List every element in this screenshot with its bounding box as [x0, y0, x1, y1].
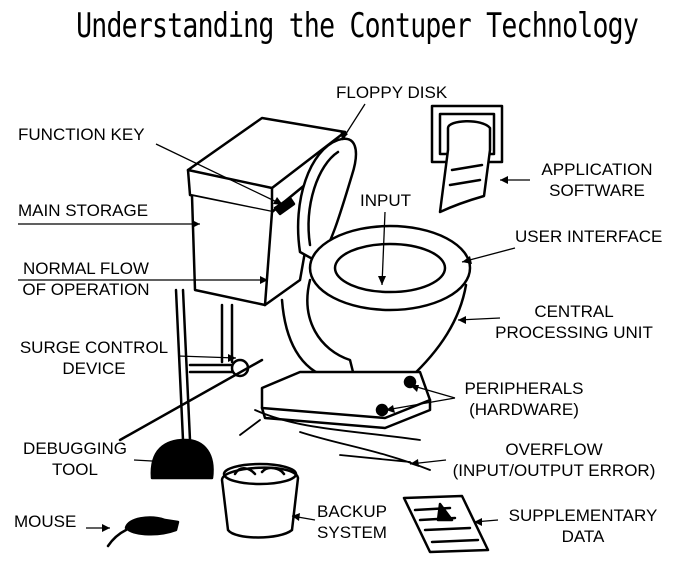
arrow-peripherals-1	[410, 385, 419, 392]
label-main-storage: MAIN STORAGE	[18, 201, 149, 220]
arrow-normal-flow	[260, 276, 268, 284]
supply-pipe	[220, 303, 234, 364]
label-surge-control-device: SURGE CONTROL DEVICE	[19, 338, 169, 378]
arrow-supplementary	[474, 518, 482, 526]
page-title: Understanding the Contuper Technology	[76, 6, 639, 46]
arrow-application	[500, 176, 508, 184]
arrow-cpu	[458, 316, 466, 324]
seat-lid	[296, 137, 358, 264]
newspaper	[402, 494, 490, 554]
label-backup-system: BACKUP SYSTEM	[317, 502, 387, 542]
water-puddle	[239, 409, 431, 471]
arrow-backup	[292, 513, 300, 521]
arrow-user-interface	[462, 256, 472, 264]
plunger-cup	[150, 438, 214, 480]
arrow-floppy	[340, 130, 348, 140]
arrow-function-key	[273, 197, 283, 205]
label-normal-flow: NORMAL FLOW OF OPERATION	[22, 259, 150, 299]
arrow-input	[378, 276, 386, 285]
label-floppy-disk: FLOPPY DISK	[336, 83, 448, 102]
label-user-interface: USER INTERFACE	[515, 227, 663, 246]
arrow-main-storage	[192, 220, 200, 228]
label-central-processing-unit: CENTRAL PROCESSING UNIT	[495, 302, 653, 342]
seat-ring	[308, 224, 472, 312]
arrow-peripherals-2	[386, 405, 395, 413]
label-supplementary-data: SUPPLEMENTARY DATA	[508, 506, 658, 546]
label-debugging-tool: DEBUGGING TOOL	[23, 439, 127, 479]
arrow-debugging	[162, 458, 170, 466]
arrow-mouse	[102, 524, 110, 532]
label-peripherals: PERIPHERALS (HARDWARE)	[464, 379, 584, 419]
arrow-surge	[228, 354, 236, 362]
label-application-software: APPLICATION SOFTWARE	[541, 160, 653, 200]
tank-body	[190, 194, 274, 307]
bucket	[220, 466, 300, 539]
mouse-animal	[124, 516, 180, 536]
flush-handle	[273, 196, 296, 216]
arrow-overflow	[410, 459, 419, 467]
label-function-key: FUNCTION KEY	[18, 125, 145, 144]
plunger-handle	[174, 288, 192, 442]
label-overflow: OVERFLOW (INPUT/OUTPUT ERROR)	[452, 440, 656, 480]
label-input: INPUT	[360, 191, 411, 210]
label-mouse: MOUSE	[14, 512, 77, 531]
